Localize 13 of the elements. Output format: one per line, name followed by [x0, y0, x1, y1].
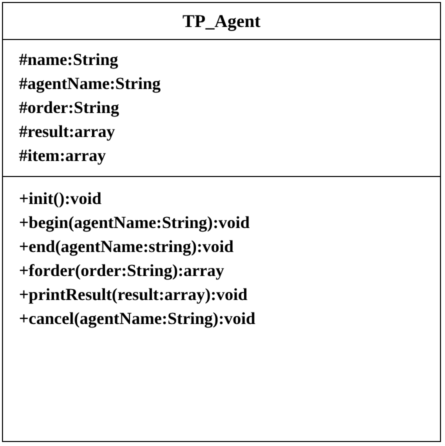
attribute-text: #agentName:String [19, 73, 161, 95]
class-box [2, 2, 441, 442]
method-text: +init():void [19, 188, 102, 210]
attribute-text: #item:array [19, 145, 106, 167]
attribute-text: #name:String [19, 49, 118, 71]
method-text: +end(agentName:string):void [19, 236, 234, 258]
method-text: +cancel(agentName:String):void [19, 308, 256, 330]
attribute-text: #order:String [19, 97, 120, 119]
attribute-text: #result:array [19, 121, 115, 143]
method-text: +forder(order:String):array [19, 260, 224, 282]
method-text: +begin(agentName:String):void [19, 212, 250, 234]
class-name: TP_Agent [182, 10, 260, 32]
method-text: +printResult(result:array):void [19, 284, 248, 306]
